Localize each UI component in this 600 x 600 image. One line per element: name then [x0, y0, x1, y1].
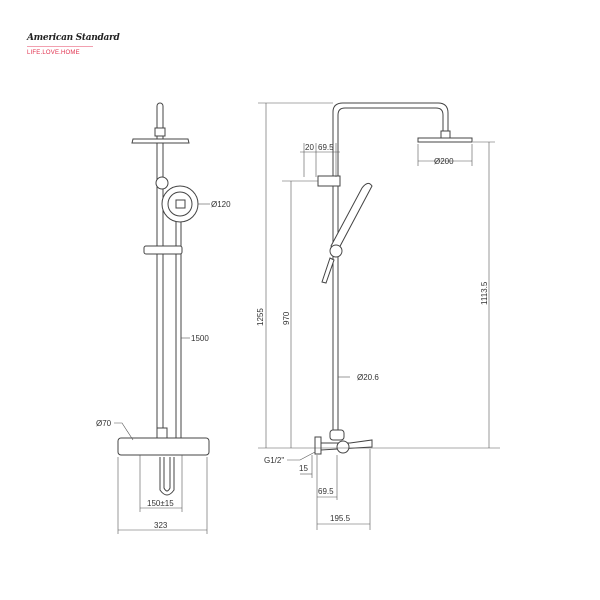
total-height-label: 1255	[256, 308, 265, 326]
spout-reach-label: 195.5	[330, 514, 351, 523]
bracket-height-label: 970	[282, 311, 291, 325]
front-view: Ø120 1500 Ø70 150±15 323	[96, 102, 231, 534]
hand-shower-diameter-label: Ø120	[211, 200, 231, 209]
head-height-label: 1113.5	[480, 281, 489, 305]
brand-name: American Standard	[27, 33, 120, 43]
mixer-offset-label: 69.5	[318, 487, 334, 496]
inlet-depth-label: 15	[299, 464, 308, 473]
inlet-thread-label: G1/2"	[264, 456, 284, 465]
rail-length-label: 1500	[191, 334, 209, 343]
bracket-offset-b-label: 69.5	[318, 143, 334, 152]
bracket-offset-a-label: 20	[305, 143, 314, 152]
side-view: 20 69.5 Ø200 1255 970 1113.5 Ø20.6 G1/2"…	[256, 102, 500, 530]
pipe-diameter-label: Ø20.6	[357, 373, 379, 382]
logo-divider	[27, 46, 93, 47]
brand-logo: American Standard LIFE.LOVE.HOME	[27, 33, 120, 56]
head-diameter-label: Ø200	[434, 157, 454, 166]
inlet-spacing-label: 150±15	[147, 499, 174, 508]
mixer-diameter-label: Ø70	[96, 419, 112, 428]
width-label: 323	[154, 521, 168, 530]
brand-tagline: LIFE.LOVE.HOME	[27, 50, 80, 56]
